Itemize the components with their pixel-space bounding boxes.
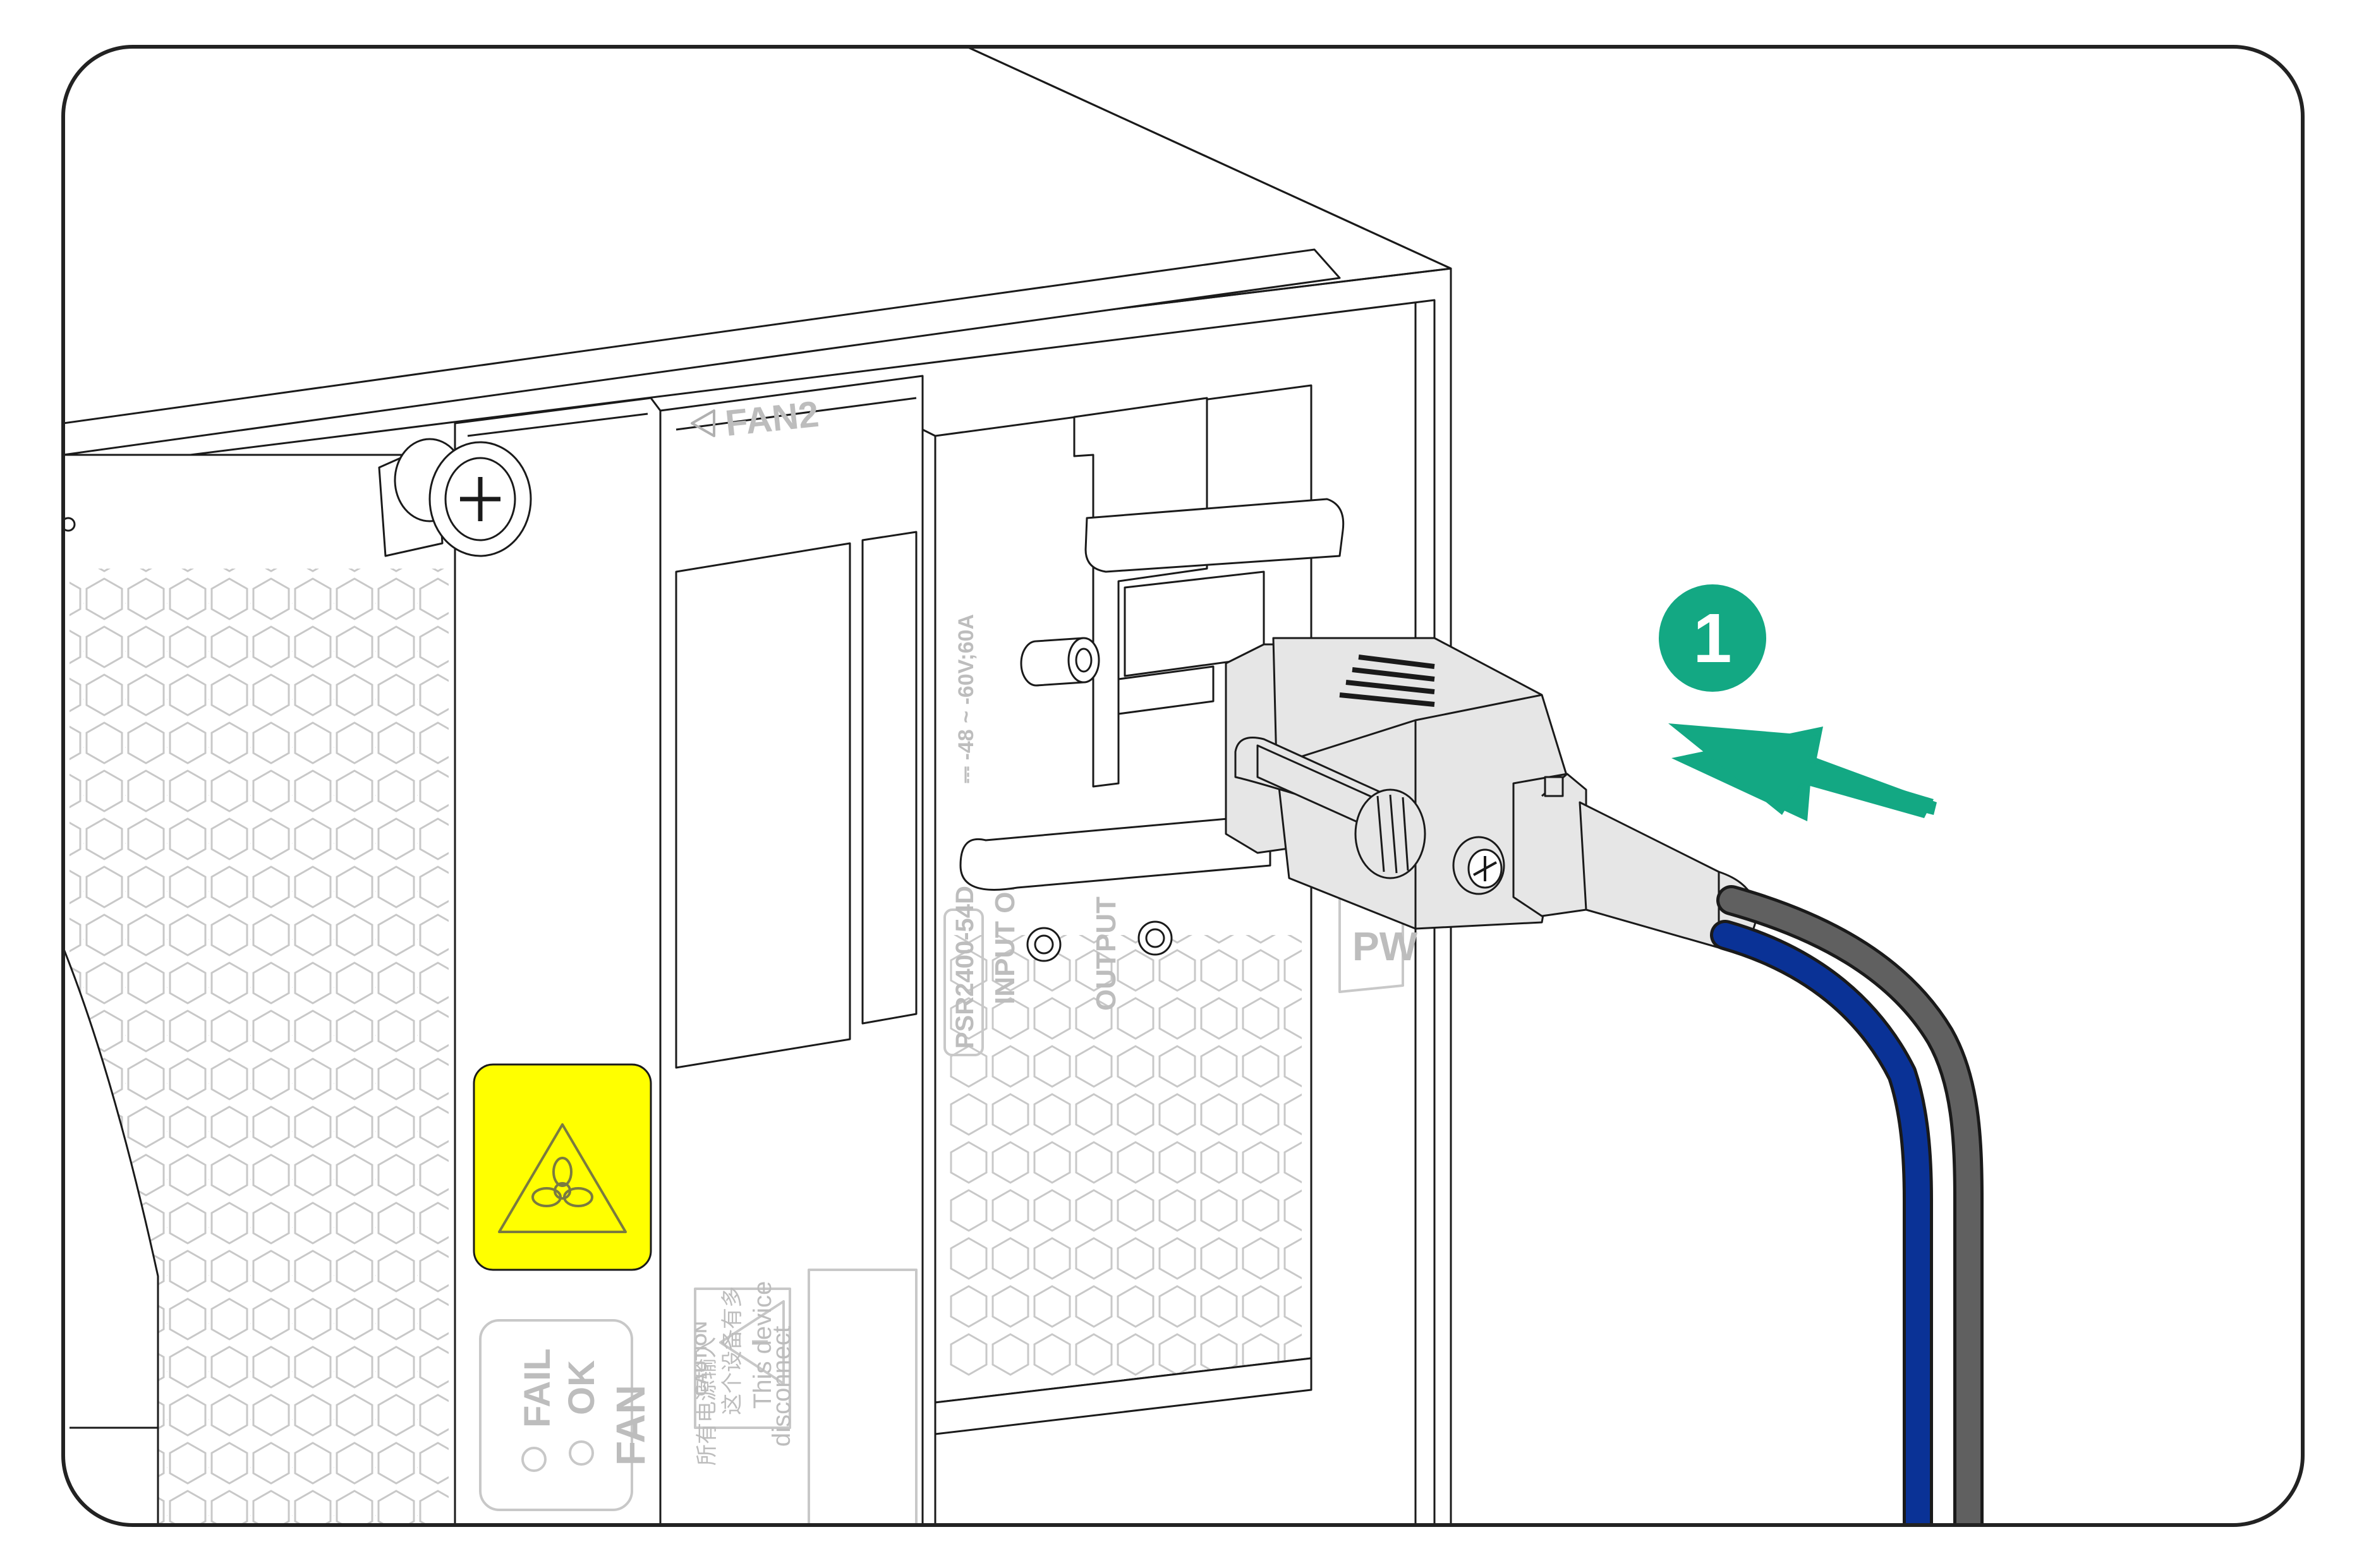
- svg-text:FAN2: FAN2: [724, 394, 821, 444]
- captive-screw-icon[interactable]: [378, 438, 532, 557]
- blank-slot-label-area: [675, 542, 851, 1069]
- led-ok-label: OK: [561, 1360, 602, 1415]
- fan2-slot-label: FAN2: [691, 394, 821, 444]
- caution-label: CAUTION: [691, 1322, 710, 1396]
- input-ok-label: INPUT OK: [990, 872, 1021, 1004]
- led-fail-label: FAIL: [517, 1348, 558, 1428]
- psu-model-label: PSR2400-54D: [943, 886, 984, 1056]
- warning-cn-line-1: 这个设备有多: [720, 1286, 744, 1415]
- power-cable: [1710, 885, 1984, 1525]
- psu-label-fragment: PW: [1352, 924, 1418, 969]
- ok-led: [569, 1440, 594, 1466]
- fan-warning-icon: [498, 1123, 627, 1233]
- plug-grip-ridges: [1339, 654, 1435, 707]
- psu-rating-label: ⎓ -48 ~ -60V;60A: [954, 614, 978, 783]
- warning-cn-line-2: 所有电源输入: [695, 1337, 719, 1466]
- fail-led: [521, 1447, 547, 1472]
- warning-en-line-2: disconnect: [768, 1326, 796, 1447]
- caution-sticker: CAUTION This device disconnect 这个设备有多 所有…: [691, 1281, 796, 1466]
- fan-warning-label: [473, 1063, 652, 1271]
- step-badge: 1: [1659, 584, 1766, 692]
- figure-frame: [61, 45, 2305, 1527]
- led-fan-label: FAN: [608, 1385, 653, 1466]
- blank-slot-panel: CAUTION This device disconnect 这个设备有多 所有…: [659, 375, 924, 1525]
- output-label: OUTPUT: [1091, 896, 1122, 1011]
- psu-handle[interactable]: [959, 814, 1271, 891]
- fan-module: [63, 454, 456, 1525]
- power-cable-plug[interactable]: [1225, 637, 1758, 950]
- svg-text:PSR2400-54D: PSR2400-54D: [951, 886, 979, 1049]
- cable-retention-latch[interactable]: [1084, 498, 1345, 573]
- psu-honeycomb-vent: [948, 935, 1302, 1377]
- fan-led-panel: FAIL OK FAN: [479, 1319, 653, 1511]
- step-number: 1: [1693, 600, 1731, 677]
- caution-triangle-icon: [719, 1300, 785, 1385]
- power-input-socket: [1020, 397, 1345, 788]
- warning-en-line-1: This device: [749, 1281, 777, 1409]
- fan-handle-panel: FAIL OK FAN: [378, 397, 662, 1525]
